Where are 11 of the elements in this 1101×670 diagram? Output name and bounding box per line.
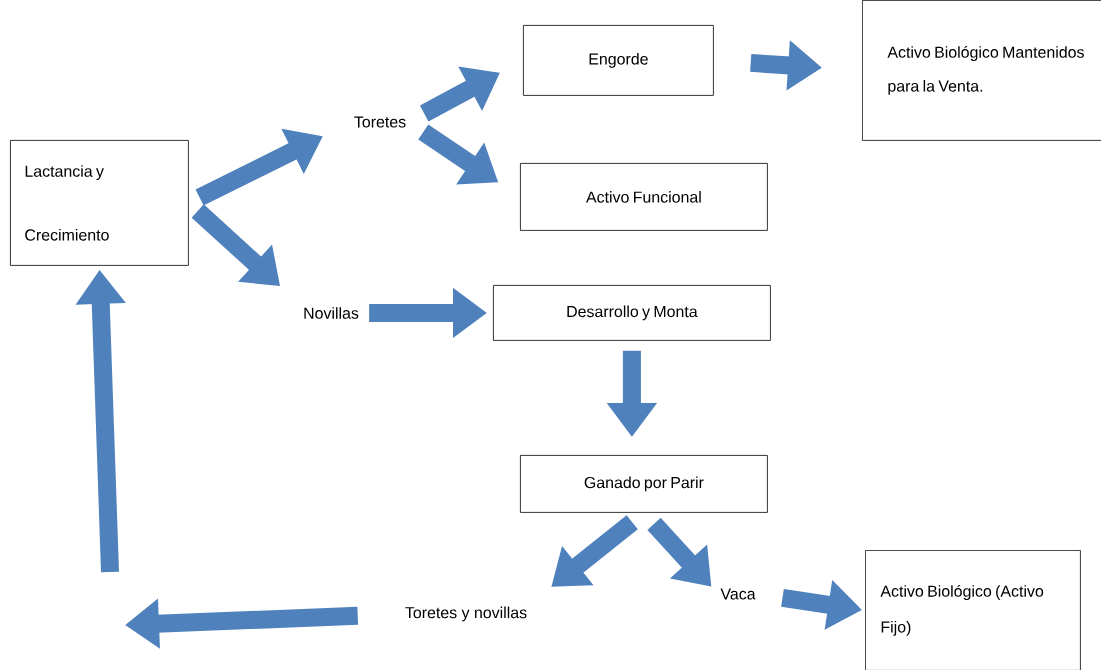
process-box: Activo Biológico (Activo Fijo) [865,550,1081,670]
process-box: Activo Biológico Mantenidos para la Venta. [862,0,1101,141]
text-label: Toretes [354,116,406,128]
process-box: Desarrollo y Monta [493,285,771,341]
text-label: Vaca [720,588,756,600]
process-box: Engorde [523,25,714,96]
process-box: Lactancia y Crecimiento [10,140,189,266]
text-label: Novillas [304,307,359,319]
text-label: Toretes y novillas [405,606,527,622]
process-box: Activo Funcional [520,163,768,231]
process-box: Ganado por Parir [520,455,768,513]
